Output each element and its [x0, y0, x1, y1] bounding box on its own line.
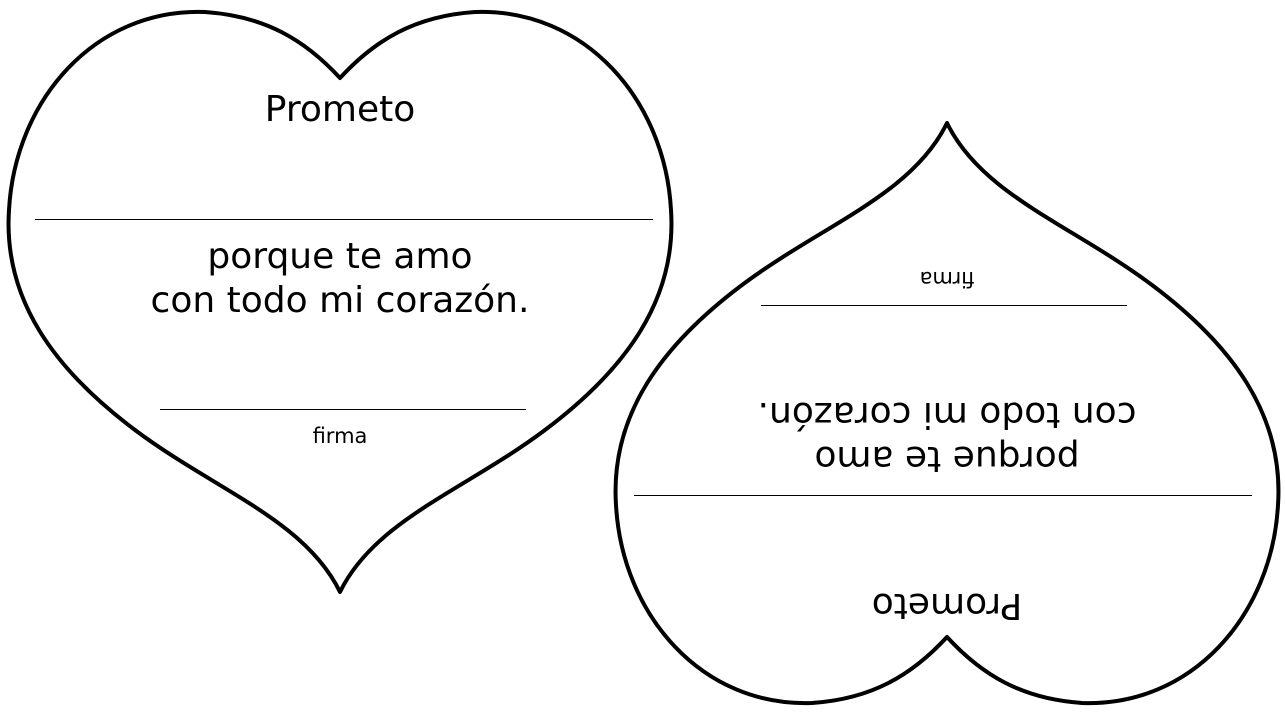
heart-card-upright: Prometo porque te amo con todo mi corazó…	[5, 0, 675, 600]
heart-card-inverted: Prometo porque te amo con todo mi corazó…	[612, 115, 1282, 715]
message-line-1: porque te amo	[814, 438, 1080, 479]
promise-title: Prometo	[264, 89, 416, 130]
promise-write-line	[634, 495, 1252, 496]
heart-outline	[613, 121, 1281, 706]
love-message: porque te amo con todo mi corazón.	[5, 235, 675, 323]
promise-title: Prometo	[871, 585, 1023, 626]
signature-line	[761, 305, 1127, 306]
heart-outline	[6, 9, 674, 594]
promise-write-line	[35, 219, 653, 220]
signature-line	[160, 409, 526, 410]
message-line-1: porque te amo	[207, 236, 473, 277]
message-line-2: con todo mi corazón.	[757, 394, 1137, 435]
message-line-2: con todo mi corazón.	[150, 280, 530, 321]
signature-label: firma	[312, 424, 368, 448]
love-message: porque te amo con todo mi corazón.	[612, 392, 1282, 480]
signature-label: firma	[919, 267, 975, 291]
